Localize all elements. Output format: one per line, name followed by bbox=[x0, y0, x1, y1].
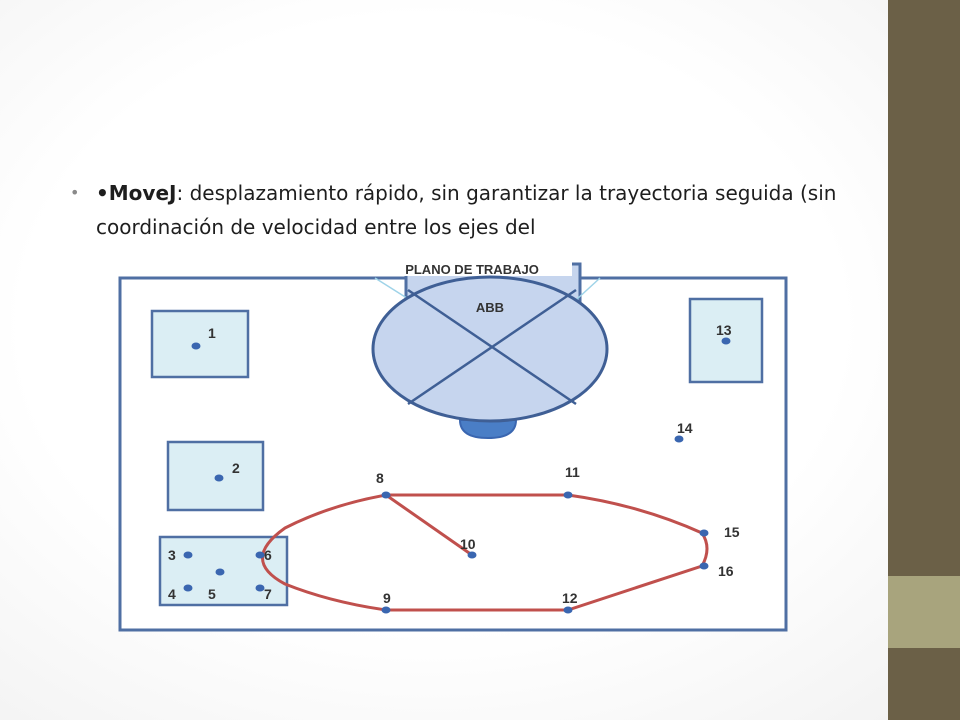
point-label-8: 8 bbox=[376, 470, 384, 486]
station-1 bbox=[150, 309, 250, 379]
title-backdrop bbox=[372, 258, 572, 276]
point-label-11: 11 bbox=[565, 464, 580, 480]
point-marker-10 bbox=[467, 551, 477, 559]
point-marker-4 bbox=[183, 584, 193, 592]
point-label-10: 10 bbox=[460, 536, 476, 552]
work-plane-title: PLANO DE TRABAJO bbox=[405, 262, 539, 277]
point-label-13: 13 bbox=[716, 322, 732, 338]
point-marker-12 bbox=[563, 606, 573, 614]
point-label-16: 16 bbox=[718, 563, 734, 579]
bullet-text: •MoveJ: desplazamiento rápido, sin garan… bbox=[96, 176, 870, 244]
point-marker-6 bbox=[255, 551, 265, 559]
point-label-15: 15 bbox=[724, 524, 740, 540]
sidebar-accent-block bbox=[888, 576, 960, 648]
bullet-item: • •MoveJ: desplazamiento rápido, sin gar… bbox=[70, 176, 870, 244]
point-marker-8 bbox=[381, 491, 391, 499]
robot-label: ABB bbox=[476, 300, 504, 315]
view-line-right bbox=[575, 277, 601, 301]
point-label-3: 3 bbox=[168, 547, 176, 563]
point-label-7: 7 bbox=[264, 586, 272, 602]
point-marker-1 bbox=[191, 342, 201, 350]
point-marker-15 bbox=[699, 529, 709, 537]
point-label-9: 9 bbox=[383, 590, 391, 606]
movej-keyword: •MoveJ bbox=[96, 181, 177, 205]
robot-cross-line-2 bbox=[407, 288, 577, 406]
point-marker-7 bbox=[255, 584, 265, 592]
point-label-12: 12 bbox=[562, 590, 578, 606]
station-13 bbox=[688, 297, 764, 384]
point-label-6: 6 bbox=[264, 547, 272, 563]
robot-stub bbox=[458, 419, 518, 440]
point-label-2: 2 bbox=[232, 460, 240, 476]
view-line-left bbox=[374, 277, 411, 301]
trajectory-loop bbox=[261, 493, 709, 612]
point-label-14: 14 bbox=[677, 420, 693, 436]
bullet-marker: • bbox=[70, 183, 80, 202]
point-label-4: 4 bbox=[168, 586, 176, 602]
point-label-1: 1 bbox=[208, 325, 216, 341]
station-2 bbox=[166, 440, 265, 512]
point-marker-14 bbox=[674, 435, 684, 443]
point-marker-2 bbox=[214, 474, 224, 482]
movej-description: : desplazamiento rápido, sin garantizar … bbox=[96, 181, 837, 239]
point-label-5: 5 bbox=[208, 586, 216, 602]
point-marker-16 bbox=[699, 562, 709, 570]
trajectory-branch bbox=[385, 493, 473, 557]
point-marker-9 bbox=[381, 606, 391, 614]
point-marker-11 bbox=[563, 491, 573, 499]
point-marker-3 bbox=[183, 551, 193, 559]
point-marker-5 bbox=[215, 568, 225, 576]
point-marker-13 bbox=[721, 337, 731, 345]
